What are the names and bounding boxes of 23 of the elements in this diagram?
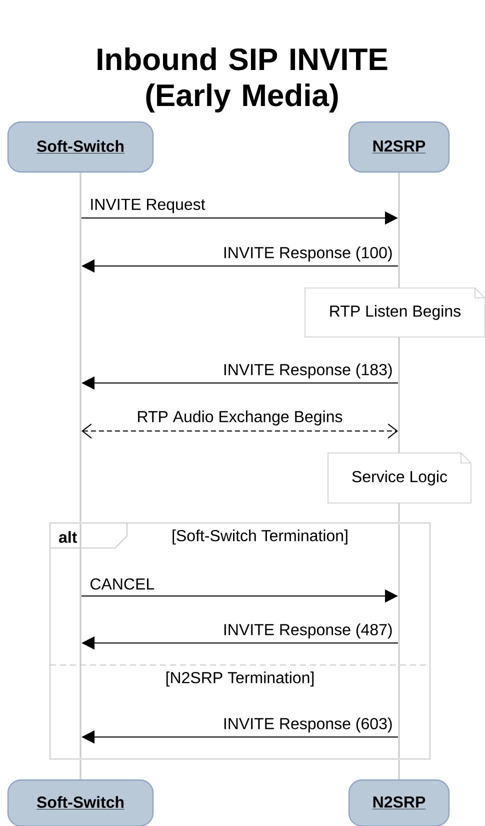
edge-label: INVITE Response (603)	[222, 716, 394, 734]
participant-box: N2SRP	[348, 121, 450, 173]
lifeline	[398, 337, 400, 453]
note-box: Service Logic	[328, 452, 472, 504]
lifeline	[398, 172, 400, 288]
lifeline	[80, 760, 82, 780]
participant-box: Soft-Switch	[7, 121, 154, 173]
participant-box: Soft-Switch	[7, 779, 154, 826]
note-box: RTP Listen Begins	[304, 288, 485, 338]
participant-box: N2SRP	[348, 779, 450, 826]
edge-label: INVITE Response (487)	[222, 622, 394, 640]
edge-label: INVITE Response (100)	[222, 246, 394, 262]
edge-label: INVITE Response (183)	[222, 362, 394, 380]
lifeline	[398, 524, 400, 758]
edge-label: RTP Audio Exchange Begins	[136, 410, 344, 426]
lifeline	[398, 760, 400, 780]
title: Inbound SIP INVITE (Early Media)	[98, 48, 388, 112]
lifeline	[80, 524, 82, 758]
edge-label: INVITE Request	[88, 198, 206, 214]
lifeline	[398, 503, 400, 522]
lifeline	[80, 172, 82, 522]
message-arrow	[82, 424, 398, 438]
edge-label: CANCEL	[88, 577, 156, 591]
